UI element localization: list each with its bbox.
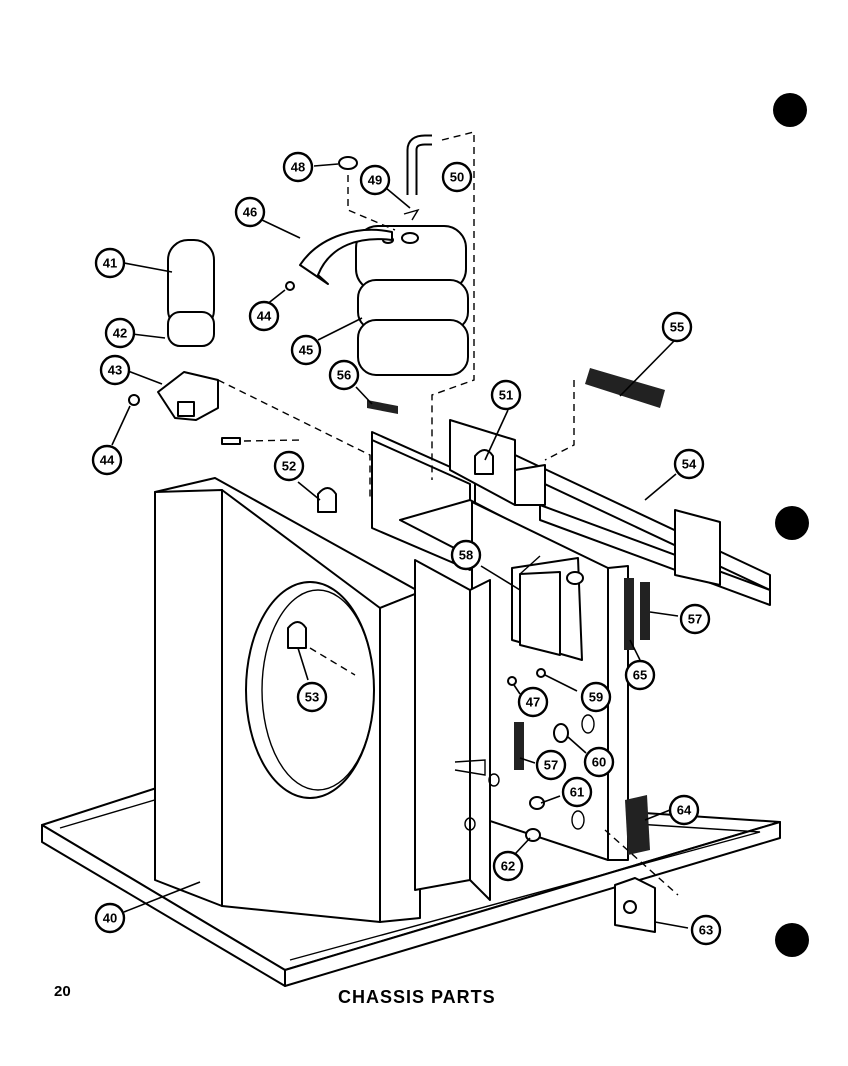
grommet-52 xyxy=(317,487,337,513)
callout-54: 54 xyxy=(673,448,705,480)
rail-bracket-54 xyxy=(449,419,771,606)
svg-text:45: 45 xyxy=(299,343,313,358)
svg-text:57: 57 xyxy=(544,758,558,773)
svg-text:48: 48 xyxy=(291,160,305,175)
block-63 xyxy=(614,877,656,933)
callout-63: 63 xyxy=(690,914,722,946)
fan-shroud xyxy=(154,477,421,923)
insulation-56 xyxy=(367,400,398,414)
svg-text:60: 60 xyxy=(592,755,606,770)
callout-55: 55 xyxy=(661,311,693,343)
center-partition xyxy=(399,499,629,901)
callout-44-upper: 44 xyxy=(248,300,280,332)
svg-text:44: 44 xyxy=(100,453,115,468)
svg-text:50: 50 xyxy=(450,170,464,185)
filter-cover-41 xyxy=(167,239,215,347)
svg-text:42: 42 xyxy=(113,326,127,341)
callout-51: 51 xyxy=(490,379,522,411)
callout-41: 41 xyxy=(94,247,126,279)
callout-46: 46 xyxy=(234,196,266,228)
insulation-55 xyxy=(585,368,665,408)
callout-48: 48 xyxy=(282,151,314,183)
page-number: 20 xyxy=(54,983,71,1000)
callout-64: 64 xyxy=(668,794,700,826)
callout-44-lower: 44 xyxy=(91,444,123,476)
strap-46 xyxy=(299,228,393,285)
callout-49: 49 xyxy=(359,164,391,196)
binder-hole-middle xyxy=(775,506,809,540)
callout-56: 56 xyxy=(328,359,360,391)
callout-42: 42 xyxy=(104,317,136,349)
svg-text:57: 57 xyxy=(688,612,702,627)
svg-text:51: 51 xyxy=(499,388,513,403)
page-title: CHASSIS PARTS xyxy=(338,987,496,1007)
svg-text:65: 65 xyxy=(633,668,647,683)
svg-text:62: 62 xyxy=(501,859,515,874)
screw-47 xyxy=(507,676,517,686)
svg-text:52: 52 xyxy=(282,459,296,474)
svg-text:49: 49 xyxy=(368,173,382,188)
callout-45: 45 xyxy=(290,334,322,366)
svg-text:44: 44 xyxy=(257,309,272,324)
insulation-57-right xyxy=(640,582,650,640)
binder-hole-top xyxy=(773,93,807,127)
svg-text:59: 59 xyxy=(589,690,603,705)
insulation-65 xyxy=(624,578,634,650)
cap-48 xyxy=(338,156,358,170)
reservoir-45 xyxy=(355,225,469,376)
callout-58: 58 xyxy=(450,539,482,571)
svg-text:46: 46 xyxy=(243,205,257,220)
washer-59 xyxy=(536,668,546,678)
callout-57-right: 57 xyxy=(679,603,711,635)
callout-40: 40 xyxy=(94,902,126,934)
part-60 xyxy=(553,723,569,743)
svg-text:64: 64 xyxy=(677,803,692,818)
callout-47: 47 xyxy=(517,686,549,718)
svg-text:53: 53 xyxy=(305,690,319,705)
callout-43: 43 xyxy=(99,354,131,386)
svg-text:55: 55 xyxy=(670,320,684,335)
svg-text:63: 63 xyxy=(699,923,713,938)
callout-57-left: 57 xyxy=(535,749,567,781)
svg-text:43: 43 xyxy=(108,363,122,378)
svg-text:47: 47 xyxy=(526,695,540,710)
svg-text:54: 54 xyxy=(682,457,697,472)
callout-53: 53 xyxy=(296,681,328,713)
svg-text:56: 56 xyxy=(337,368,351,383)
insulation-57-left xyxy=(514,722,524,770)
insulation-64 xyxy=(625,795,650,855)
part-61 xyxy=(529,796,545,810)
binder-hole-bottom xyxy=(775,923,809,957)
callout-60: 60 xyxy=(583,746,615,778)
screw-44-upper xyxy=(285,281,295,291)
callout-59: 59 xyxy=(580,681,612,713)
callout-52: 52 xyxy=(273,450,305,482)
grommet-51 xyxy=(474,449,494,475)
clip-49 xyxy=(403,208,420,221)
svg-text:61: 61 xyxy=(570,785,584,800)
callout-50: 50 xyxy=(441,161,473,193)
svg-text:41: 41 xyxy=(103,256,117,271)
callout-62: 62 xyxy=(492,850,524,882)
svg-text:58: 58 xyxy=(459,548,473,563)
bracket-43 xyxy=(128,371,241,445)
grommet-53 xyxy=(287,621,307,649)
callout-65: 65 xyxy=(624,659,656,691)
callout-61: 61 xyxy=(561,776,593,808)
svg-text:40: 40 xyxy=(103,911,117,926)
